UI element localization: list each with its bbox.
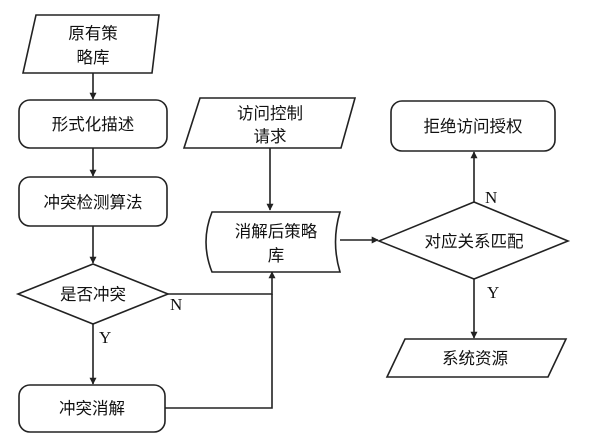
node-system-resource-label: 系统资源 [442, 349, 508, 368]
input-parallelogram [182, 97, 357, 149]
output-parallelogram [385, 338, 568, 378]
node-resolved-policy-line-2: 库 [268, 246, 285, 265]
node-conflict-detection: 冲突检测算法 [18, 176, 168, 227]
node-original-policy: 原有策 略库 [22, 14, 160, 74]
node-deny-label: 拒绝访问授权 [424, 117, 523, 136]
node-original-policy-line-1: 原有策 [68, 24, 118, 43]
edge-label-match-no: N [485, 188, 497, 207]
input-parallelogram [22, 14, 160, 74]
node-conflict-resolution: 冲突消解 [18, 384, 166, 433]
node-resolved-policy-line-1: 消解后策略 [235, 222, 318, 241]
node-conflict-resolution-label: 冲突消解 [59, 399, 125, 418]
process-box [18, 176, 168, 227]
node-is-conflict: 是否冲突 [15, 263, 171, 325]
edge-label-conflict-no: N [170, 295, 182, 314]
decision-diamond [376, 201, 571, 280]
process-box [390, 100, 556, 152]
edge-labels: N Y N Y [99, 188, 499, 347]
edge-resolution-to-resolved-policy [165, 294, 273, 409]
node-system-resource: 系统资源 [385, 338, 568, 378]
node-resolved-policy: 消解后策略 库 [205, 211, 342, 273]
node-match: 对应关系匹配 [376, 201, 571, 280]
node-match-label: 对应关系匹配 [425, 232, 524, 251]
stored-data-shape [205, 211, 342, 273]
process-box [18, 99, 168, 149]
node-original-policy-line-2: 略库 [77, 48, 110, 67]
edge-label-conflict-yes: Y [99, 328, 111, 347]
edges [89, 73, 478, 409]
node-access-request-line-1: 访问控制 [237, 104, 303, 123]
node-access-request: 访问控制 请求 [182, 97, 357, 149]
process-box [18, 384, 166, 433]
node-is-conflict-label: 是否冲突 [60, 285, 126, 304]
node-formal-description-label: 形式化描述 [52, 115, 135, 134]
node-access-request-line-2: 请求 [254, 127, 287, 146]
edge-label-match-yes: Y [487, 283, 499, 302]
node-conflict-detection-label: 冲突检测算法 [44, 193, 143, 212]
node-formal-description: 形式化描述 [18, 99, 168, 149]
edge-decision-no-to-resolved-policy [168, 271, 276, 295]
decision-diamond [15, 263, 171, 325]
node-deny: 拒绝访问授权 [390, 100, 556, 152]
